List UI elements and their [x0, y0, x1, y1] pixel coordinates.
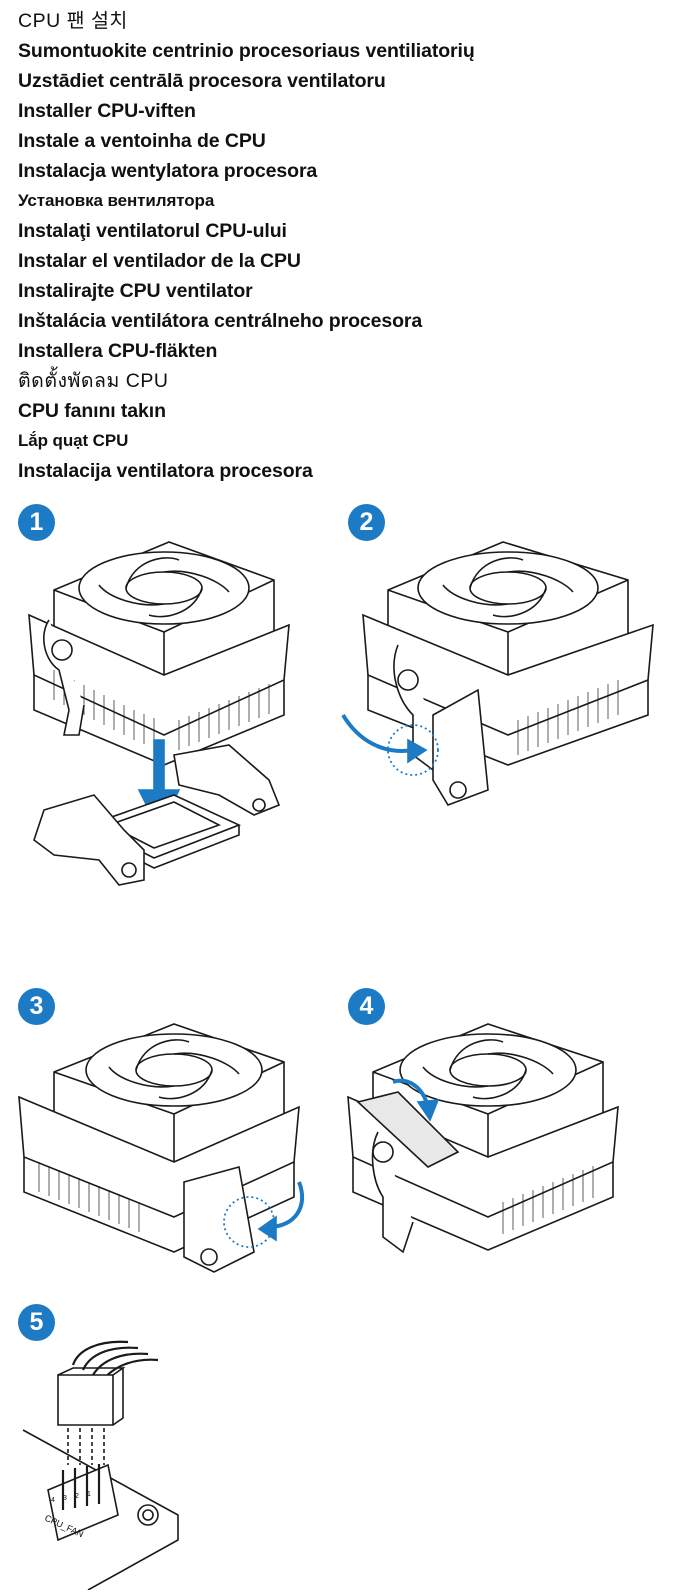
title-turkish: CPU fanını takın	[18, 400, 166, 422]
title-korean: CPU 팬 설치	[18, 10, 128, 32]
title-thai: ติดตั้งพัดลม CPU	[18, 370, 169, 392]
pin-1-label: 1	[87, 1491, 91, 1498]
step-2-badge: 2	[348, 504, 385, 541]
title-portuguese: Instale a ventoinha de CPU	[18, 130, 266, 152]
title-vietnamese: Lắp quạt CPU	[18, 431, 129, 450]
title-latvian: Uzstādiet centrālā procesora ventilatoru	[18, 70, 386, 92]
title-list: CPU 팬 설치 Sumontuokite centrinio procesor…	[18, 6, 658, 486]
pin-4-label: 4	[51, 1497, 55, 1504]
title-lithuanian: Sumontuokite centrinio procesoriaus vent…	[18, 40, 475, 62]
title-spanish: Instalar el ventilador de la CPU	[18, 250, 301, 272]
title-norwegian: Installer CPU-viften	[18, 100, 196, 122]
step-2-illustration	[338, 540, 668, 830]
step-5-illustration: CPU_FAN 4 3 2 1	[18, 1340, 198, 1590]
title-russian: Установка вентилятора	[18, 191, 215, 210]
title-swedish: Installera CPU-fläkten	[18, 340, 218, 362]
title-croatian: Instalacija ventilatora procesora	[18, 460, 313, 482]
pin-3-label: 3	[63, 1495, 67, 1502]
step-3-badge: 3	[18, 988, 55, 1025]
step-5-badge: 5	[18, 1304, 55, 1341]
title-romanian: Instalaţi ventilatorul CPU-ului	[18, 220, 287, 242]
title-polish: Instalacja wentylatora procesora	[18, 160, 318, 182]
title-serbian: Instalirajte CPU ventilator	[18, 280, 253, 302]
step-4-badge: 4	[348, 988, 385, 1025]
step-4-illustration	[338, 1022, 658, 1292]
pin-2-label: 2	[75, 1493, 79, 1500]
step-1-illustration	[14, 540, 314, 920]
step-3-illustration	[14, 1022, 324, 1292]
title-slovak: Inštalácia ventilátora centrálneho proce…	[18, 310, 423, 332]
step-1-badge: 1	[18, 504, 55, 541]
